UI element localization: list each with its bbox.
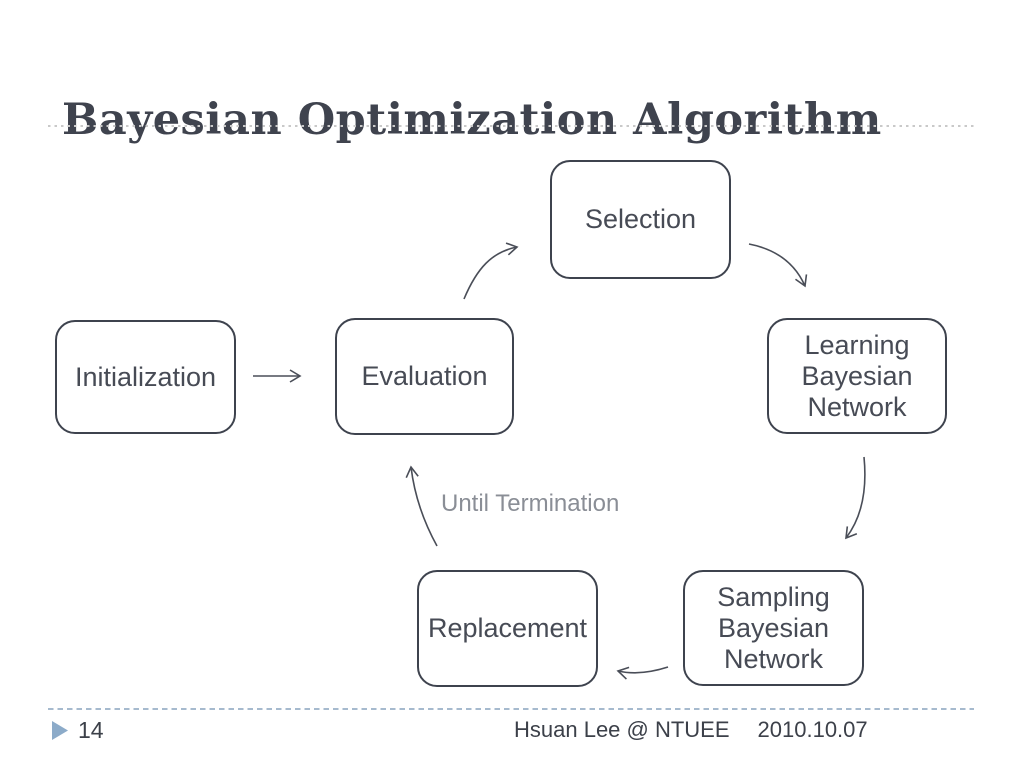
node-label: Initialization — [74, 361, 217, 392]
until-termination-label: Until Termination — [441, 490, 620, 517]
node-label-line: Network — [807, 391, 907, 422]
node-selection: Selection — [550, 160, 731, 279]
arrow-selection-to-learning — [748, 243, 808, 288]
page-title: Bayesian Optimization Algorithm — [62, 94, 882, 145]
arrow-sampling-to-replacement — [616, 666, 669, 680]
node-learning-bayesian-network: Learning Bayesian Network — [767, 318, 947, 434]
footer: Hsuan Lee @ NTUEE 2010.10.07 — [514, 717, 868, 743]
footer-author: Hsuan Lee @ NTUEE — [514, 717, 730, 742]
arrow-evaluation-to-selection — [463, 242, 519, 300]
arrow-learning-to-sampling — [845, 456, 866, 540]
node-label-line: Network — [723, 643, 824, 674]
slide-advance-triangle-icon — [52, 721, 68, 740]
node-label: Replacement — [427, 613, 588, 643]
node-replacement: Replacement — [417, 570, 598, 687]
node-label: Evaluation — [361, 361, 488, 391]
node-label: Selection — [584, 204, 697, 234]
node-evaluation: Evaluation — [335, 318, 514, 435]
footer-divider — [48, 708, 974, 710]
footer-date: 2010.10.07 — [757, 717, 868, 742]
node-label-line: Bayesian — [717, 612, 830, 643]
node-initialization: Initialization — [55, 320, 236, 434]
node-sampling-bayesian-network: Sampling Bayesian Network — [683, 570, 864, 686]
node-label-line: Sampling — [717, 581, 830, 612]
node-label-line: Bayesian — [801, 360, 913, 391]
node-label-line: Learning — [804, 329, 910, 360]
title-divider — [48, 125, 974, 127]
page-number: 14 — [78, 717, 104, 743]
arrow-replacement-to-evaluation — [405, 465, 438, 547]
